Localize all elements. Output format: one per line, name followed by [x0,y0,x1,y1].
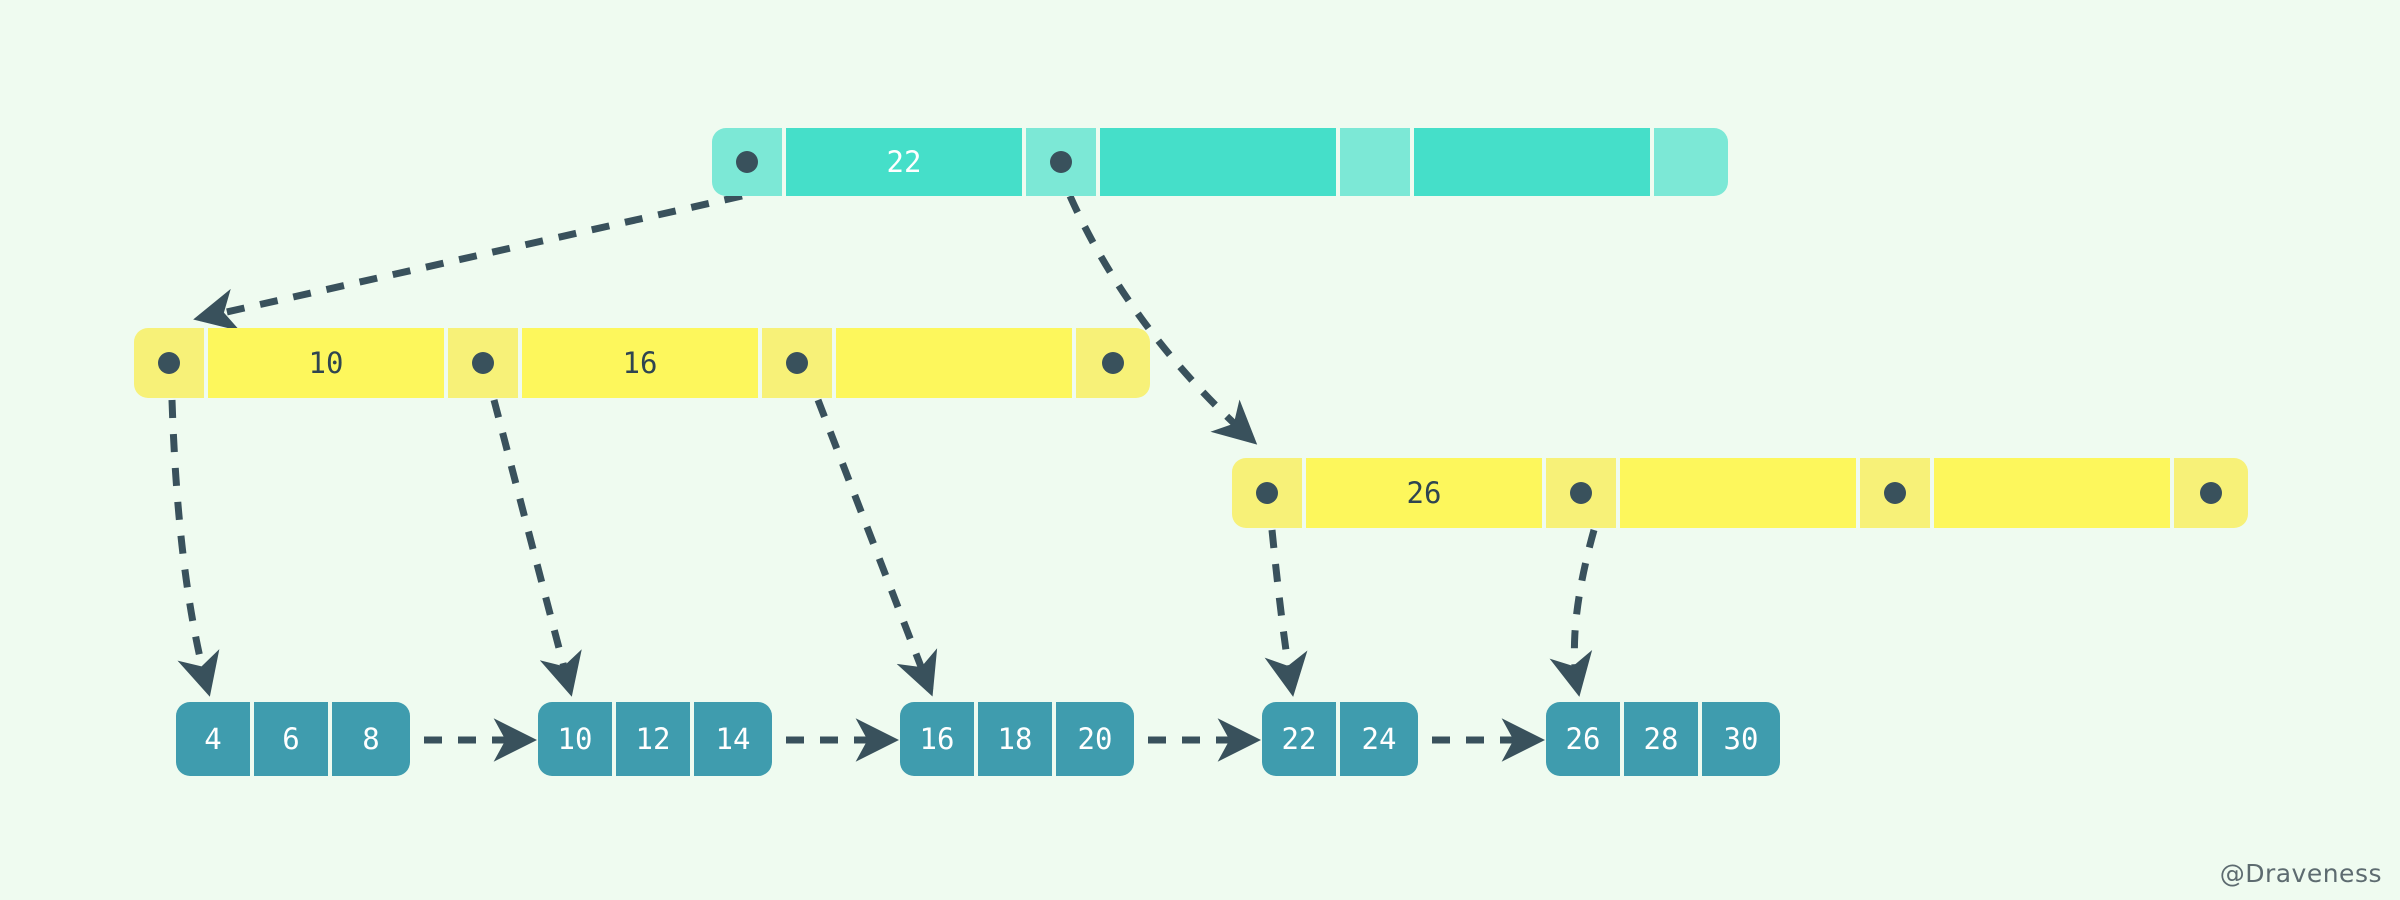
leaf-node-5[interactable]: 26 28 30 [1546,702,1780,776]
leaf-cell[interactable]: 6 [254,702,332,776]
pointer-dot-icon [1102,352,1124,374]
leaf-cell[interactable]: 10 [538,702,616,776]
internal-right-pointer-1[interactable] [1546,458,1620,528]
pointer-dot-icon [1256,482,1278,504]
root-key-1[interactable] [1100,128,1340,196]
leaf-cell[interactable]: 22 [1262,702,1340,776]
root-pointer-1[interactable] [1026,128,1100,196]
leaf-cell[interactable]: 12 [616,702,694,776]
internal-left-pointer-1[interactable] [448,328,522,398]
internal-right-pointer-0[interactable] [1232,458,1306,528]
root-node[interactable]: 22 [712,128,1728,196]
watermark: @Draveness [2219,859,2382,888]
leaf-cell[interactable]: 20 [1056,702,1134,776]
internal-right-key-1[interactable] [1620,458,1860,528]
root-key-0[interactable]: 22 [786,128,1026,196]
internal-left-pointer-0[interactable] [134,328,208,398]
root-pointer-2[interactable] [1340,128,1414,196]
edge-root-to-internal-right [1066,194,1258,445]
pointer-dot-icon [2200,482,2222,504]
root-pointer-3[interactable] [1654,128,1728,196]
pointer-dot-icon [1570,482,1592,504]
pointer-dot-icon [158,352,180,374]
internal-node-right[interactable]: 26 [1232,458,2248,528]
leaf-cell[interactable]: 26 [1546,702,1624,776]
edge-internal-left-to-leaf-1 [168,399,220,697]
leaf-cell[interactable]: 16 [900,702,978,776]
internal-node-left[interactable]: 10 16 [134,328,1150,398]
pointer-dot-icon [1884,482,1906,504]
leaf-node-4[interactable]: 22 24 [1262,702,1418,776]
pointer-dot-icon [1050,151,1072,173]
leaf-cell[interactable]: 18 [978,702,1056,776]
leaf-cell[interactable]: 4 [176,702,254,776]
leaf-cell[interactable]: 14 [694,702,772,776]
leaf-node-1[interactable]: 4 6 8 [176,702,410,776]
pointer-dot-icon [472,352,494,374]
internal-left-pointer-2[interactable] [762,328,836,398]
pointer-dot-icon [736,151,758,173]
edge-internal-right-to-leaf-4 [1264,529,1308,697]
leaf-node-3[interactable]: 16 18 20 [900,702,1134,776]
internal-right-key-2[interactable] [1934,458,2174,528]
internal-left-key-0[interactable]: 10 [208,328,448,398]
leaf-cell[interactable]: 30 [1702,702,1780,776]
edge-root-to-internal-left [193,192,743,332]
internal-right-pointer-3[interactable] [2174,458,2248,528]
leaf-cell[interactable]: 28 [1624,702,1702,776]
edge-internal-left-to-leaf-3 [814,398,938,697]
root-pointer-0[interactable] [712,128,786,196]
pointer-dot-icon [786,352,808,374]
internal-right-key-0[interactable]: 26 [1306,458,1546,528]
leaf-cell[interactable]: 24 [1340,702,1418,776]
internal-left-key-2[interactable] [836,328,1076,398]
internal-right-pointer-2[interactable] [1860,458,1934,528]
leaf-cell[interactable]: 8 [332,702,410,776]
root-key-2[interactable] [1414,128,1654,196]
internal-left-key-1[interactable]: 16 [522,328,762,398]
edge-internal-left-to-leaf-2 [490,399,582,697]
edge-internal-right-to-leaf-5 [1549,529,1598,697]
internal-left-pointer-3[interactable] [1076,328,1150,398]
leaf-node-2[interactable]: 10 12 14 [538,702,772,776]
